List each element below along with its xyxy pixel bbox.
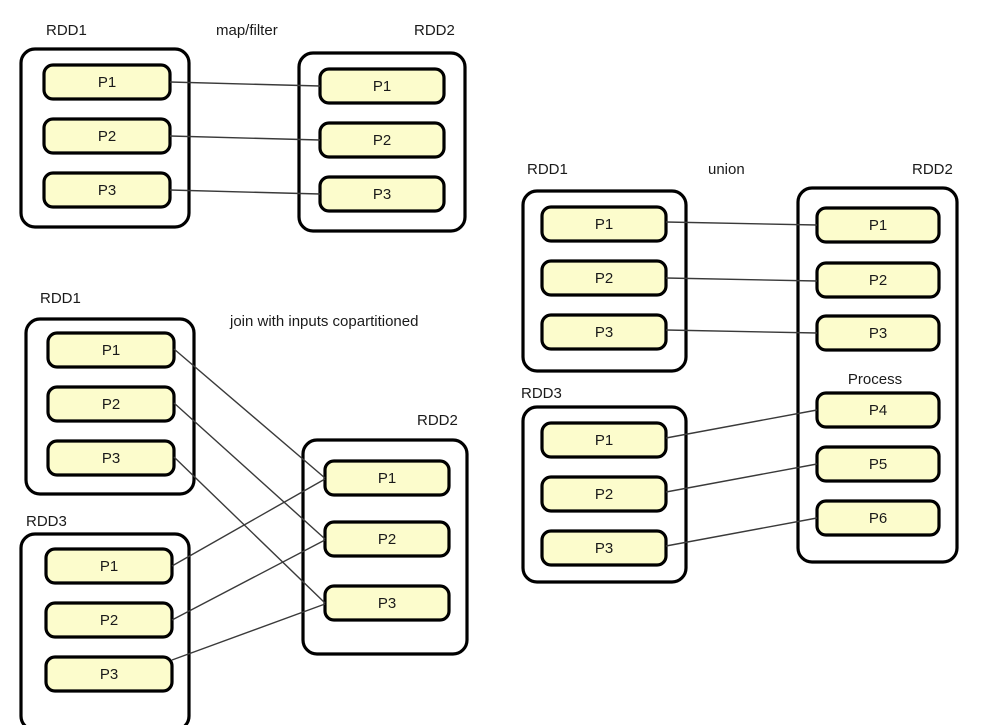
partition-label-mf-rdd2-p3: P3 <box>373 186 391 203</box>
partition-label-mf-rdd2-p2: P2 <box>373 132 391 149</box>
process-label: Process <box>848 371 902 388</box>
partition-label-jn-rdd2-p2: P2 <box>378 531 396 548</box>
edge-jn-rdd3-p3-to-p3 <box>171 603 326 661</box>
partition-label-jn-rdd1-p1: P1 <box>102 342 120 359</box>
partition-box-un-rdd1-p1[interactable] <box>540 205 668 243</box>
partition-label-jn-rdd1-p2: P2 <box>102 396 120 413</box>
partition-label-jn-rdd2-p1: P1 <box>378 470 396 487</box>
partition-box-jn-rdd1-p1[interactable] <box>46 331 176 369</box>
partition-label-un-rdd2-p6: P6 <box>869 510 887 527</box>
partition-label-un-rdd1-p2: P2 <box>595 270 613 287</box>
partition-label-jn-rdd3-p3: P3 <box>100 666 118 683</box>
partition-label-jn-rdd3-p1: P1 <box>100 558 118 575</box>
operation-label-join: join with inputs copartitioned <box>229 313 418 330</box>
group-label-jn-rdd2: RDD2 <box>417 412 458 429</box>
partition-label-jn-rdd1-p3: P3 <box>102 450 120 467</box>
edge-un-rdd1-p3-to-p3 <box>665 329 818 334</box>
partition-box-un-rdd1-p3[interactable] <box>540 313 668 351</box>
partition-box-un-rdd2-p2[interactable] <box>815 261 941 299</box>
partition-label-mf-rdd1-p3: P3 <box>98 182 116 199</box>
partition-label-un-rdd3-p2: P2 <box>595 486 613 503</box>
edge-mf-p1-to-p1 <box>169 81 321 87</box>
partition-label-mf-rdd2-p1: P1 <box>373 78 391 95</box>
partition-label-un-rdd3-p1: P1 <box>595 432 613 449</box>
partition-label-un-rdd1-p3: P3 <box>595 324 613 341</box>
edge-jn-rdd1-p1-to-p1 <box>173 348 326 479</box>
edge-un-rdd3-p3-to-p6 <box>665 517 818 547</box>
diagram-map-filter: map/filter RDD1 P1 P2 P3 RDD2 P1 P2 P3 <box>19 22 467 233</box>
partition-label-jn-rdd3-p2: P2 <box>100 612 118 629</box>
partition-label-un-rdd3-p3: P3 <box>595 540 613 557</box>
group-label-jn-rdd3: RDD3 <box>26 513 67 530</box>
partition-box-un-rdd3-p3[interactable] <box>540 529 668 567</box>
edge-un-rdd1-p2-to-p2 <box>665 277 818 282</box>
operation-label-union: union <box>708 161 745 178</box>
partition-box-jn-rdd1-p2[interactable] <box>46 385 176 423</box>
edge-mf-p2-to-p2 <box>169 135 321 141</box>
partition-box-jn-rdd3-p3[interactable] <box>44 655 174 693</box>
group-label-un-rdd2: RDD2 <box>912 161 953 178</box>
group-label-jn-rdd1: RDD1 <box>40 290 81 307</box>
diagram-union: union RDD1 P1 P2 P3 RDD3 P1 P2 P3 RDD2 <box>521 161 959 584</box>
partition-label-un-rdd2-p5: P5 <box>869 456 887 473</box>
group-label-mf-rdd2: RDD2 <box>414 22 455 39</box>
partition-label-un-rdd2-p2: P2 <box>869 272 887 289</box>
edge-jn-rdd1-p3-to-p3 <box>173 456 326 604</box>
partition-label-mf-rdd1-p2: P2 <box>98 128 116 145</box>
partition-label-un-rdd2-p3: P3 <box>869 325 887 342</box>
edge-un-rdd1-p1-to-p1 <box>665 221 818 226</box>
partition-box-jn-rdd1-p3[interactable] <box>46 439 176 477</box>
edge-jn-rdd3-p2-to-p2 <box>171 539 326 621</box>
group-label-mf-rdd1: RDD1 <box>46 22 87 39</box>
partition-label-mf-rdd1-p1: P1 <box>98 74 116 91</box>
partition-label-un-rdd1-p1: P1 <box>595 216 613 233</box>
edge-mf-p3-to-p3 <box>169 189 321 195</box>
partition-box-un-rdd3-p2[interactable] <box>540 475 668 513</box>
operation-label-map-filter: map/filter <box>216 22 278 39</box>
partition-label-un-rdd2-p1: P1 <box>869 217 887 234</box>
edge-un-rdd3-p2-to-p5 <box>665 463 818 493</box>
partition-label-jn-rdd2-p3: P3 <box>378 595 396 612</box>
partition-box-un-rdd3-p1[interactable] <box>540 421 668 459</box>
edge-jn-rdd3-p1-to-p1 <box>171 478 326 567</box>
edge-un-rdd3-p1-to-p4 <box>665 409 818 439</box>
group-label-un-rdd1: RDD1 <box>527 161 568 178</box>
edge-jn-rdd1-p2-to-p2 <box>173 402 326 540</box>
diagram-join-copartitioned: join with inputs copartitioned RDD1 P1 P… <box>19 290 469 725</box>
partition-label-un-rdd2-p4: P4 <box>869 402 887 419</box>
group-label-un-rdd3: RDD3 <box>521 385 562 402</box>
